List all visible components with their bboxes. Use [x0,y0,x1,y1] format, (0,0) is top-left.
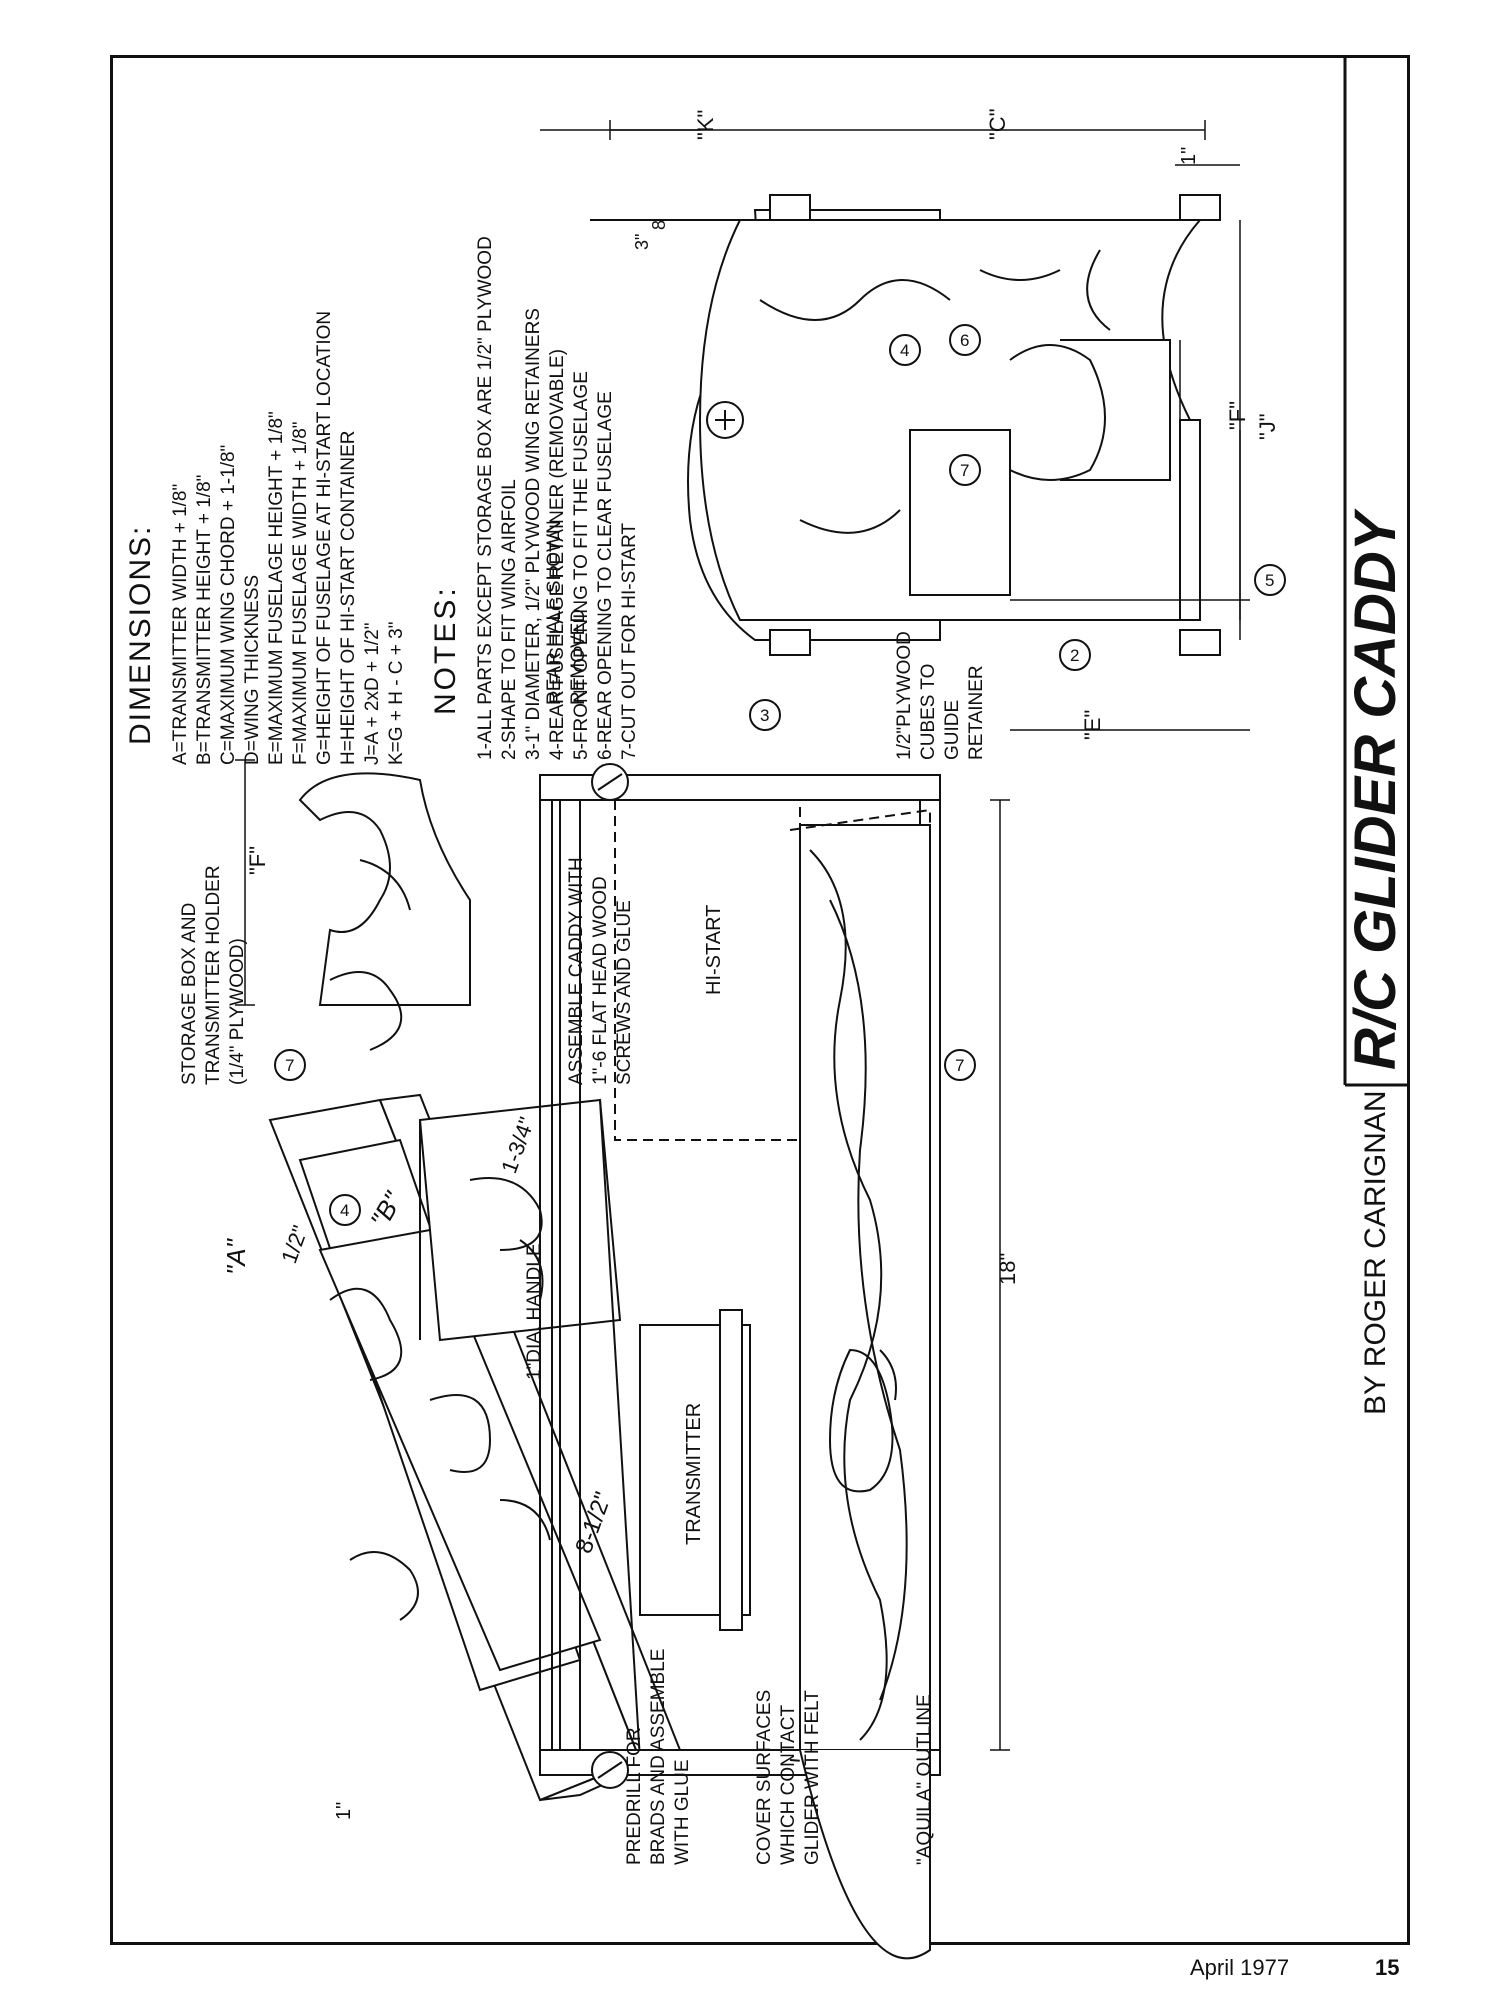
dimension-line: E=MAXIMUM FUSELAGE HEIGHT + 1/8" [266,411,287,765]
dim-C-label: "C" [985,108,1010,140]
dimension-line: C=MAXIMUM WING CHORD + 1-1/8" [218,445,239,765]
byline: BY ROGER CARIGNAN [1359,1090,1392,1415]
dim-1-label: 1" [333,1802,355,1820]
callout-numbers: 2 3 4 4 5 6 7 7 7 [285,331,1274,1220]
dim-3-8-num: 3" [632,234,652,250]
cubes-label-line: RETAINER [966,665,987,760]
handle-label: 1"DIA. HANDLE [524,1243,545,1380]
callout-7 [944,1049,976,1081]
aquila-label: "AQUILA" OUTLINE [914,1694,935,1865]
transmitter-label: TRANSMITTER [683,1403,705,1545]
predrill-label-line: PREDRILL FOR [624,1727,645,1865]
callout-3 [749,699,781,731]
note-line: 7-CUT OUT FOR HI-START [619,522,640,760]
callout-6 [949,324,981,356]
storage-box-label-line: STORAGE BOX AND [179,903,200,1085]
dimensions-block: DIMENSIONS: A=TRANSMITTER WIDTH + 1/8" B… [124,311,407,765]
issue-date: April 1977 [1190,1955,1290,1980]
cover-label-line: WHICH CONTACT [778,1705,799,1865]
hi-start-label: HI-START [703,905,725,995]
dim-18-label: 18" [995,1253,1020,1285]
assemble-label-line: ASSEMBLE CADDY WITH [566,857,587,1085]
assemble-label: ASSEMBLE CADDY WITH 1"-6 FLAT HEAD WOOD … [566,857,635,1085]
dim-A-label: "A" [221,1237,251,1275]
callout-7 [274,1049,306,1081]
dim-1-end-label: 1" [1178,147,1200,165]
dimension-line: D=WING THICKNESS [242,575,263,765]
dimension-line: B=TRANSMITTER HEIGHT + 1/8" [194,475,215,765]
dim-3-8-den: 8 [649,220,669,230]
rear-half-label-line: REMOVED [568,609,589,705]
dim-F-end-label: "F" [245,846,270,875]
rear-half-label: REAR HALF SHOWN REMOVED [544,520,589,705]
storage-box-label-line: TRANSMITTER HOLDER [203,865,224,1085]
callout-number: 2 [1070,646,1079,665]
callout-4 [889,334,921,366]
cover-label: COVER SURFACES WHICH CONTACT GLIDER WITH… [754,1690,823,1865]
note-line: 1-ALL PARTS EXCEPT STORAGE BOX ARE 1/2" … [475,236,496,760]
dimension-line: H=HEIGHT OF HI-START CONTAINER [338,431,359,765]
callout-number: 3 [760,706,769,725]
dim-J-label: "J" [1255,413,1280,440]
callout-number: 7 [285,1056,294,1075]
caddy-side-view [539,763,1010,1960]
dim-F-side-label: "F" [1225,401,1250,430]
note-line: 2-SHAPE TO FIT WING AIRFOIL [499,479,520,760]
caddy-end-view [590,194,1221,656]
dimension-line: K=G + H - C + 3" [386,622,407,766]
callout-2 [1059,639,1091,671]
dimension-line: J=A + 2xD + 1/2" [362,623,383,765]
callout-number: 6 [960,331,969,350]
cubes-label-line: GUIDE [942,700,963,760]
callout-number: 7 [955,1056,964,1075]
plan-title: R/C GLIDER CADDY [1343,507,1408,1070]
callout-4 [329,1194,361,1226]
assemble-label-line: SCREWS AND GLUE [614,900,635,1085]
rear-retainer-drawing [235,759,471,1051]
callout-7 [949,454,981,486]
storage-box-label: STORAGE BOX AND TRANSMITTER HOLDER (1/4"… [179,865,248,1085]
dimensions-heading: DIMENSIONS: [124,525,157,745]
dimension-line: G=HEIGHT OF FUSELAGE AT HI-START LOCATIO… [314,311,335,765]
page-number: 15 [1375,1955,1400,1980]
dim-half-label: 1/2" [276,1222,313,1267]
note-line: 4-REAR FUSELAGE RETAINER (REMOVABLE) [547,349,568,760]
callout-number: 4 [340,1201,349,1220]
callout-number: 5 [1265,571,1274,590]
callout-number: 7 [960,461,969,480]
note-line: 6-REAR OPENING TO CLEAR FUSELAGE [595,391,616,760]
dim-K-label: "K" [693,110,718,140]
cover-label-line: GLIDER WITH FELT [802,1690,823,1865]
predrill-label-line: WITH GLUE [672,1759,693,1865]
cubes-label: 1/2"PLYWOOD CUBES TO GUIDE RETAINER [894,631,987,760]
storage-box-label-line: (1/4" PLYWOOD) [227,938,248,1085]
notes-block: NOTES: 1-ALL PARTS EXCEPT STORAGE BOX AR… [429,236,640,760]
callouts [274,324,1286,1226]
dim-E-label: "E" [1080,710,1105,740]
assemble-label-line: 1"-6 FLAT HEAD WOOD [590,876,611,1085]
predrill-label: PREDRILL FOR BRADS AND ASSEMBLE WITH GLU… [624,1649,693,1865]
cubes-label-line: 1/2"PLYWOOD [894,631,915,760]
dimension-line: A=TRANSMITTER WIDTH + 1/8" [170,484,191,765]
notes-heading: NOTES: [429,585,462,715]
note-line: 3-1" DIAMETER, 1/2" PLYWOOD WING RETAINE… [523,308,544,760]
cover-label-line: COVER SURFACES [754,1690,775,1865]
storage-box-drawing [268,1093,682,1802]
rear-half-label-line: REAR HALF SHOWN [544,520,565,705]
predrill-label-line: BRADS AND ASSEMBLE [648,1649,669,1865]
note-line: 5-FRONT OPENING TO FIT THE FUSELAGE [571,371,592,760]
dimension-line: F=MAXIMUM FUSELAGE WIDTH + 1/8" [290,421,311,765]
cubes-label-line: CUBES TO [918,664,939,760]
end-view-dimension-lines [540,120,1250,731]
drawing-frame [110,55,1410,1945]
callout-5 [1254,564,1286,596]
callout-number: 4 [900,341,909,360]
